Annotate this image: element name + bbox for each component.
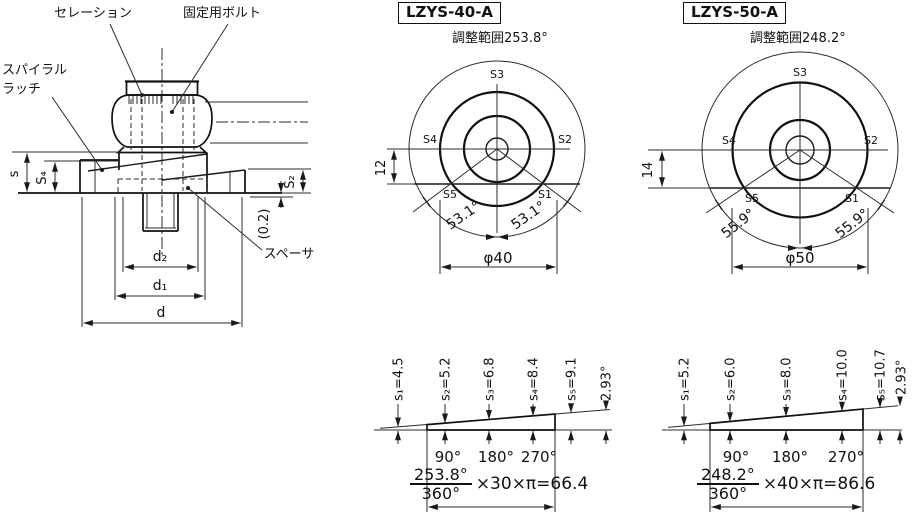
callout-spacer: スペーサ bbox=[264, 247, 315, 262]
formula50-fraction: 248.2° 360° bbox=[697, 467, 759, 503]
dial40-label-s3: S3 bbox=[490, 68, 504, 81]
ramp40-height-s3: s₃=6.8 bbox=[483, 357, 498, 401]
ramp50-height-s4: s₄=10.0 bbox=[836, 349, 851, 401]
ramp40-slope-angle: 2.93° bbox=[600, 366, 615, 401]
ramp50-height-s1: s₁=5.2 bbox=[678, 357, 693, 401]
dial50-label-s3: S3 bbox=[793, 66, 807, 79]
ramp50-angle-90: 90° bbox=[723, 448, 750, 466]
dial40-angle-left: 53.1° bbox=[443, 198, 483, 233]
callout-spiral-latch-1: スパイラル bbox=[2, 63, 67, 78]
ramp50-angle-270: 270° bbox=[828, 448, 864, 466]
hidden-bolt-lines bbox=[130, 99, 195, 191]
adjust-range-50: 調整範囲248.2° bbox=[750, 31, 846, 46]
dial40-diameter-label: φ40 bbox=[484, 249, 513, 267]
formula40-numerator: 253.8° bbox=[410, 467, 472, 485]
dial40-label-s1: S1 bbox=[538, 188, 552, 201]
dial50-angle-left: 55.9° bbox=[719, 206, 759, 242]
dim-label-gap: (0.2) bbox=[257, 209, 272, 240]
dim-label-s4: S₄ bbox=[35, 171, 50, 184]
dial50-diameter-label: φ50 bbox=[786, 249, 815, 267]
dial50-label-s5: S5 bbox=[745, 192, 759, 205]
bolt-shank bbox=[142, 193, 179, 232]
ramp40-angle-180: 180° bbox=[478, 448, 514, 466]
ramp50-height-s3: s₃=8.0 bbox=[780, 357, 795, 401]
section-view: セレーション 固定用ボルト スパイラル ラッチ スペーサ s S₄ S₂ (0.… bbox=[2, 6, 314, 327]
ramp50-height-s5: s₅=10.7 bbox=[874, 349, 889, 401]
formula50-numerator: 248.2° bbox=[697, 467, 759, 485]
ramp40-angle-90: 90° bbox=[435, 448, 462, 466]
formula40-denominator: 360° bbox=[421, 484, 461, 503]
ramp-profile-40: s₁=4.5 s₂=5.2 s₃=6.8 s₄=8.4 s₅=9.1 2.93°… bbox=[374, 357, 615, 512]
formula50-suffix: ×40×π=86.6 bbox=[762, 474, 876, 494]
ramp40-height-s2: s₂=5.2 bbox=[439, 357, 454, 401]
circumference-formula-40: 253.8° 360° ×30×π=66.4 bbox=[410, 467, 589, 503]
dial40-label-s5: S5 bbox=[443, 188, 457, 201]
ramp50-angle-180: 180° bbox=[772, 448, 808, 466]
section-dimensions bbox=[12, 151, 311, 327]
ramp40-height-s4: s₄=8.4 bbox=[527, 357, 542, 401]
ramp-profile-50: s₁=5.2 s₂=6.0 s₃=8.0 s₄=10.0 s₅=10.7 2.9… bbox=[662, 349, 910, 512]
dim-label-s2: S₂ bbox=[283, 175, 298, 188]
spacer-hidden-outline bbox=[117, 178, 208, 193]
circumference-formula-50: 248.2° 360° ×40×π=86.6 bbox=[697, 467, 876, 503]
model-code-50: LZYS-50-A bbox=[683, 2, 787, 24]
model-code-40: LZYS-40-A bbox=[398, 2, 502, 24]
ramp40-angle-270: 270° bbox=[521, 448, 557, 466]
ramp40-height-s1: s₁=4.5 bbox=[392, 357, 407, 401]
dial50-label-s1: S1 bbox=[845, 192, 859, 205]
base-flange bbox=[18, 153, 293, 198]
dial40-offset-label: 12 bbox=[374, 160, 389, 177]
dim-label-d2: d₂ bbox=[153, 249, 168, 265]
formula40-fraction: 253.8° 360° bbox=[410, 467, 472, 503]
dial50-angle-right: 55.9° bbox=[833, 206, 873, 242]
dim-label-d: d bbox=[157, 305, 166, 321]
dial-view-50: S3 S4 S2 S5 S1 14 55.9° 55.9° φ50 bbox=[641, 51, 899, 274]
dim-label-s: s bbox=[7, 170, 22, 177]
dial-view-40: S3 S4 S2 S5 S1 12 53.1° 53.1° φ40 bbox=[374, 60, 586, 274]
dial50-label-s2: S2 bbox=[864, 134, 878, 147]
callout-serration: セレーション bbox=[54, 6, 132, 21]
ramp50-height-s2: s₂=6.0 bbox=[724, 357, 739, 401]
dial50-offset-label: 14 bbox=[641, 162, 656, 179]
callout-leaders bbox=[51, 23, 263, 251]
callout-spiral-latch-2: ラッチ bbox=[2, 82, 41, 97]
dim-label-d1: d₁ bbox=[153, 278, 168, 294]
ramp40-height-s5: s₅=9.1 bbox=[565, 357, 580, 401]
adjust-range-40: 調整範囲253.8° bbox=[452, 31, 548, 46]
formula50-denominator: 360° bbox=[708, 484, 748, 503]
formula40-suffix: ×30×π=66.4 bbox=[475, 474, 589, 494]
dial50-label-s4: S4 bbox=[722, 134, 736, 147]
ramp50-slope-angle: 2.93° bbox=[895, 360, 910, 395]
dial40-label-s2: S2 bbox=[558, 133, 572, 146]
callout-fixing-bolt: 固定用ボルト bbox=[183, 6, 261, 21]
dial40-label-s4: S4 bbox=[423, 133, 437, 146]
